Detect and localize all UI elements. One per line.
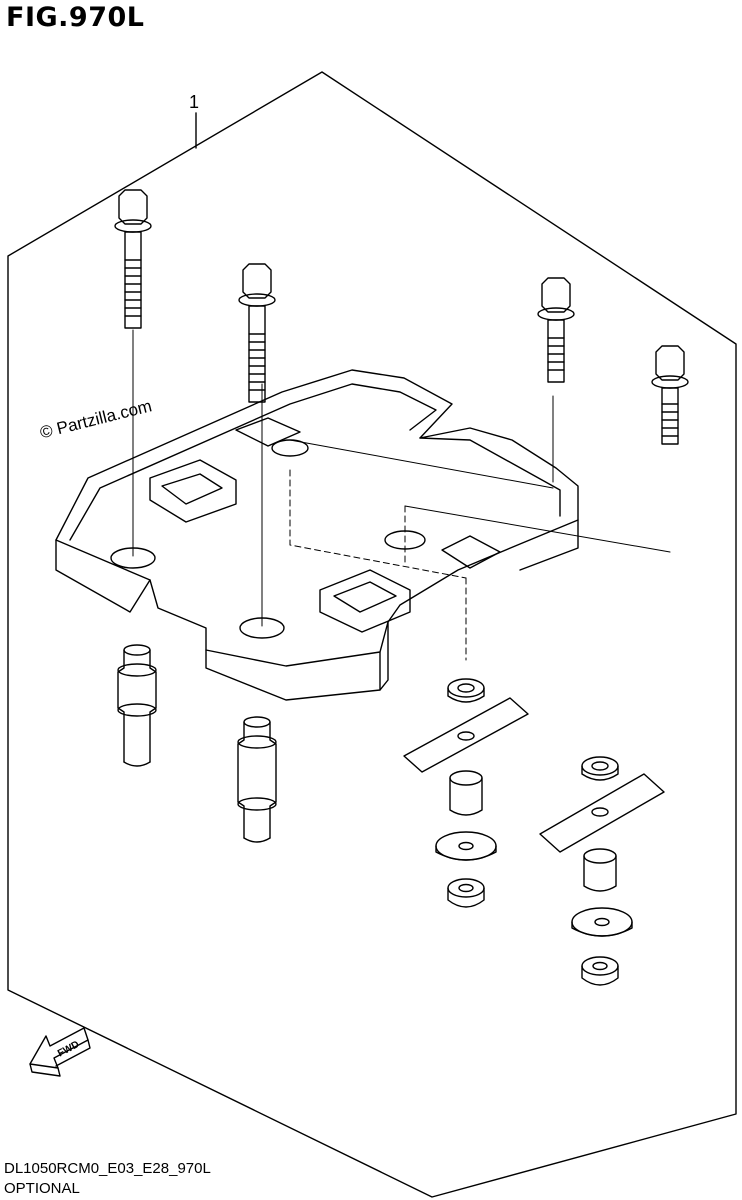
spacer-collar [117,644,157,767]
spacer-collar [237,716,277,843]
hardware-stack [403,678,529,908]
optional-note: OPTIONAL [4,1180,80,1197]
assembly-outline [7,71,737,1198]
bolt [238,263,276,403]
hardware-stack [539,756,665,986]
callout-number: 1 [189,92,200,112]
hidden-lines [289,469,467,661]
bolt [651,345,689,445]
carrier-plate [55,369,579,701]
fwd-arrow-icon [29,1027,91,1077]
bolt [114,189,152,329]
guide-lines [132,329,671,627]
diagram-code: DL1050RCM0_E03_E28_970L [4,1160,211,1177]
bolt [537,277,575,383]
figure-title: FIG.970L [6,2,145,33]
